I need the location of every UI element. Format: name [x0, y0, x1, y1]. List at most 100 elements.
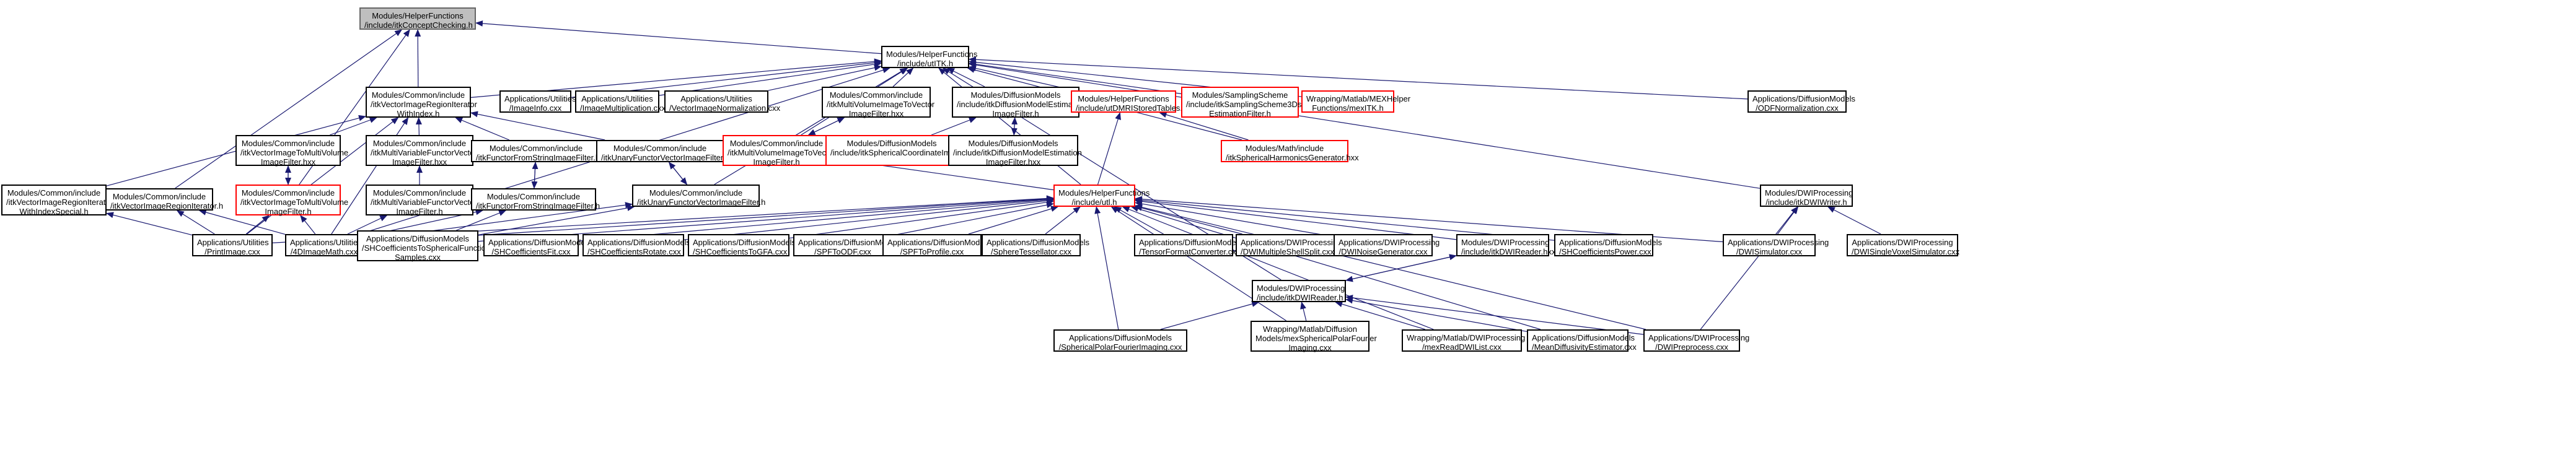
node-vector-to-multivolume-hxx[interactable]: Modules/Common/include /itkVectorImageTo… — [235, 135, 348, 167]
edge-imgmult-to-utitk — [659, 61, 882, 96]
node-mexreaddwilist-cxx[interactable]: Wrapping/Matlab/DWIProcessing /mexReadDW… — [1402, 329, 1525, 352]
node-utdmristoredtables-h[interactable]: Modules/HelperFunctions /include/utDMRIS… — [1071, 90, 1187, 113]
edge-mexspf-to-dwireaderh — [1300, 302, 1307, 321]
edge-dwisvs-to-dwiwriter — [1827, 206, 1881, 235]
edge-mvtovec-to-mvtovech — [807, 117, 845, 136]
node-region-iterator-special-h[interactable]: Modules/Common/include /itkVectorImageRe… — [1, 185, 113, 216]
edge-meandiff-to-uth — [1131, 206, 1541, 330]
edge-dwireaderhxx-to-uth — [1135, 198, 1457, 240]
edge-mvtovec-to-utitk — [892, 67, 914, 87]
edge-dmef-to-utitk — [947, 67, 985, 87]
node-utitk-h[interactable]: Modules/HelperFunctions /include/utITK.h — [881, 46, 977, 68]
node-itkconceptchecking-h: Modules/HelperFunctions /include/itkConc… — [359, 7, 476, 30]
edge-utitk-to-root — [475, 20, 882, 54]
node-spheretessellator-cxx[interactable]: Applications/DiffusionModels /SphereTess… — [982, 234, 1089, 256]
node-imageinfo-cxx[interactable]: Applications/Utilities /ImageInfo.cxx — [499, 90, 576, 113]
edge-ufvh-to-utitk — [714, 67, 908, 185]
edge-spfodf-to-uth — [892, 202, 1054, 236]
node-vector-region-iterator-h[interactable]: Modules/Common/include /itkVectorImageRe… — [105, 188, 223, 211]
edge-uth-to-storedtables — [1097, 112, 1121, 185]
edge-sampling-to-utitk — [969, 61, 1182, 94]
edge-ffshxx-to-vrit — [455, 117, 509, 141]
node-shcoefficientstogfa-cxx[interactable]: Applications/DiffusionModels /SHCoeffici… — [688, 234, 796, 256]
node-shcoefficientsfit-cxx[interactable]: Applications/DiffusionModels /SHCoeffici… — [483, 234, 591, 256]
node-dwipreprocess-cxx[interactable]: Applications/DWIProcessing /DWIPreproces… — [1643, 329, 1749, 352]
node-dwimultipleshellsplit-cxx[interactable]: Applications/DWIProcessing /DWIMultipleS… — [1236, 234, 1342, 256]
node-tensorformatconverter-cxx[interactable]: Applications/DiffusionModels /TensorForm… — [1134, 234, 1242, 256]
edge-uth-to-utitk — [938, 67, 1081, 185]
edge-mexread-to-uth — [1122, 206, 1434, 330]
node-dwisimulator-cxx[interactable]: Applications/DWIProcessing /DWISimulator… — [1723, 234, 1829, 256]
edge-dwisim-to-dwiwriter — [1777, 206, 1799, 235]
node-mexitk-h[interactable]: Wrapping/Matlab/MEXHelper Functions/mexI… — [1301, 90, 1410, 113]
node-functor-from-string-hxx[interactable]: Modules/Common/include /itkFunctorFromSt… — [471, 140, 608, 162]
edge-dwinoise-to-uth — [1135, 201, 1334, 237]
edge-dwiprep-to-dwiwriter — [1700, 206, 1798, 330]
node-vector-region-iterator-with-index-h[interactable]: Modules/Common/include /itkVectorImageRe… — [366, 87, 477, 118]
edge-spfprof-to-uth — [968, 206, 1059, 235]
edge-dwimulti-to-uth — [1135, 205, 1242, 235]
edge-odfnorm-to-utitk — [969, 56, 1748, 100]
node-4dimagemath-cxx[interactable]: Applications/Utilities /4DImageMath.cxx — [285, 234, 363, 256]
node-dwiwriter-h[interactable]: Modules/DWIProcessing /include/itkDWIWri… — [1760, 185, 1853, 207]
node-diffusion-model-estimation-h[interactable]: Modules/DiffusionModels /include/itkDiff… — [952, 87, 1086, 118]
node-multivariable-functor-hxx[interactable]: Modules/Common/include /itkMultiVariable… — [366, 135, 477, 167]
edge-printimage-to-vrith — [176, 210, 215, 235]
edge-dwiprep-to-dwireaderh — [1345, 295, 1644, 335]
node-sh-to-spherical-function-cxx[interactable]: Applications/DiffusionModels /SHCoeffici… — [357, 230, 490, 262]
edge-shfunc-to-ufvh — [478, 205, 635, 235]
node-shcoefficientsrotate-cxx[interactable]: Applications/DiffusionModels /SHCoeffici… — [582, 234, 690, 256]
edge-ffshxx-to-ffsh — [531, 162, 538, 189]
node-shcoefficientspower-cxx[interactable]: Applications/DiffusionModels /SHCoeffici… — [1554, 234, 1662, 256]
node-printimage-cxx[interactable]: Applications/Utilities /PrintImage.cxx — [192, 234, 273, 256]
edge-printimage-to-vtomvh — [245, 215, 270, 235]
node-sphericalpolarfourierimaging-cxx[interactable]: Applications/DiffusionModels /SphericalP… — [1053, 329, 1187, 352]
node-sampling-scheme-h[interactable]: Modules/SamplingScheme /include/itkSampl… — [1181, 87, 1319, 118]
edge-4dimagemath-to-vrith — [198, 209, 286, 235]
edge-spfimaging-to-dwireaderh — [1160, 301, 1260, 330]
edge-shpower-to-uth — [1135, 197, 1555, 241]
edge-mexread-to-dwireaderh — [1335, 301, 1425, 330]
edge-shfit-to-uth — [578, 196, 1054, 241]
node-dwinoisegenerator-cxx[interactable]: Applications/DWIProcessing /DWINoiseGene… — [1334, 234, 1440, 256]
node-dwireader-hxx[interactable]: Modules/DWIProcessing /include/itkDWIRea… — [1456, 234, 1555, 256]
node-unary-functor-vector-hxx[interactable]: Modules/Common/include /itkUnaryFunctorV… — [596, 140, 737, 162]
edge-storedtables-to-utitk — [969, 65, 1075, 91]
edge-dwireaderhxx-to-dwireaderh — [1345, 255, 1457, 282]
node-functor-from-string-h[interactable]: Modules/Common/include /itkFunctorFromSt… — [471, 188, 600, 211]
edge-shrot-to-uth — [684, 198, 1054, 240]
edge-sphtess-to-uth — [1045, 206, 1081, 235]
edge-4dimagemath-to-mvfvh — [347, 215, 388, 235]
edge-printimage-to-vritspecial — [106, 212, 193, 236]
node-diffusion-model-estimation-hxx[interactable]: Modules/DiffusionModels /include/itkDiff… — [948, 135, 1082, 167]
node-mexsphericalpolarfourierimaging-cxx[interactable]: Wrapping/Matlab/Diffusion Models/mexSphe… — [1251, 321, 1377, 352]
edge-shgfa-to-uth — [789, 199, 1054, 239]
node-multivolume-to-vector-hxx[interactable]: Modules/Common/include /itkMultiVolumeIm… — [822, 87, 934, 118]
edge-mvfvhxx-to-vrit — [415, 117, 422, 136]
edge-ufvhxx-to-vrit — [470, 111, 605, 141]
edge-vrith-to-root — [175, 29, 403, 189]
node-dwireader-h[interactable]: Modules/DWIProcessing /include/itkDWIRea… — [1252, 280, 1346, 302]
node-utl-h[interactable]: Modules/HelperFunctions /include/utl.h — [1053, 185, 1150, 207]
node-multivolume-to-vector-h[interactable]: Modules/Common/include /itkMultiVolumeIm… — [723, 135, 835, 167]
node-meandiffusivityestimator-cxx[interactable]: Applications/DiffusionModels /MeanDiffus… — [1527, 329, 1637, 352]
edge-vtomvhxx-to-vrit — [330, 117, 377, 136]
edge-shgen-to-storedtables — [1159, 111, 1249, 141]
edge-vecnorm-to-utitk — [768, 64, 882, 91]
node-vectorimagenormalization-cxx[interactable]: Applications/Utilities /VectorImageNorma… — [664, 90, 780, 113]
edge-sphcoord-to-dmef — [931, 117, 977, 136]
node-imagemultiplication-cxx[interactable]: Applications/Utilities /ImageMultiplicat… — [575, 90, 666, 113]
node-spftoprofile-cxx[interactable]: Applications/DiffusionModels /SPFToProfi… — [882, 234, 990, 256]
edge-shfunc-to-ffsh — [456, 210, 507, 231]
node-multivariable-functor-h[interactable]: Modules/Common/include /itkMultiVariable… — [366, 185, 477, 216]
node-odfnormalization-cxx[interactable]: Applications/DiffusionModels /ODFNormali… — [1747, 90, 1855, 113]
node-spftoodf-cxx[interactable]: Applications/DiffusionModels /SPFToODF.c… — [793, 234, 901, 256]
node-unary-functor-vector-h[interactable]: Modules/Common/include /itkUnaryFunctorV… — [632, 185, 765, 207]
node-spherical-harmonics-generator-hxx[interactable]: Modules/Math/include /itkSphericalHarmon… — [1221, 140, 1359, 162]
node-vector-to-multivolume-h[interactable]: Modules/Common/include /itkVectorImageTo… — [235, 185, 348, 216]
node-spherical-coordinate-h[interactable]: Modules/DiffusionModels /include/itkSphe… — [825, 135, 988, 166]
edge-meandiff-to-dwireaderh — [1345, 297, 1528, 332]
edge-dwiprep-to-uth — [1135, 204, 1646, 330]
node-dwisinglevoxelsimulator-cxx[interactable]: Applications/DWIProcessing /DWISingleVox… — [1847, 234, 1959, 256]
